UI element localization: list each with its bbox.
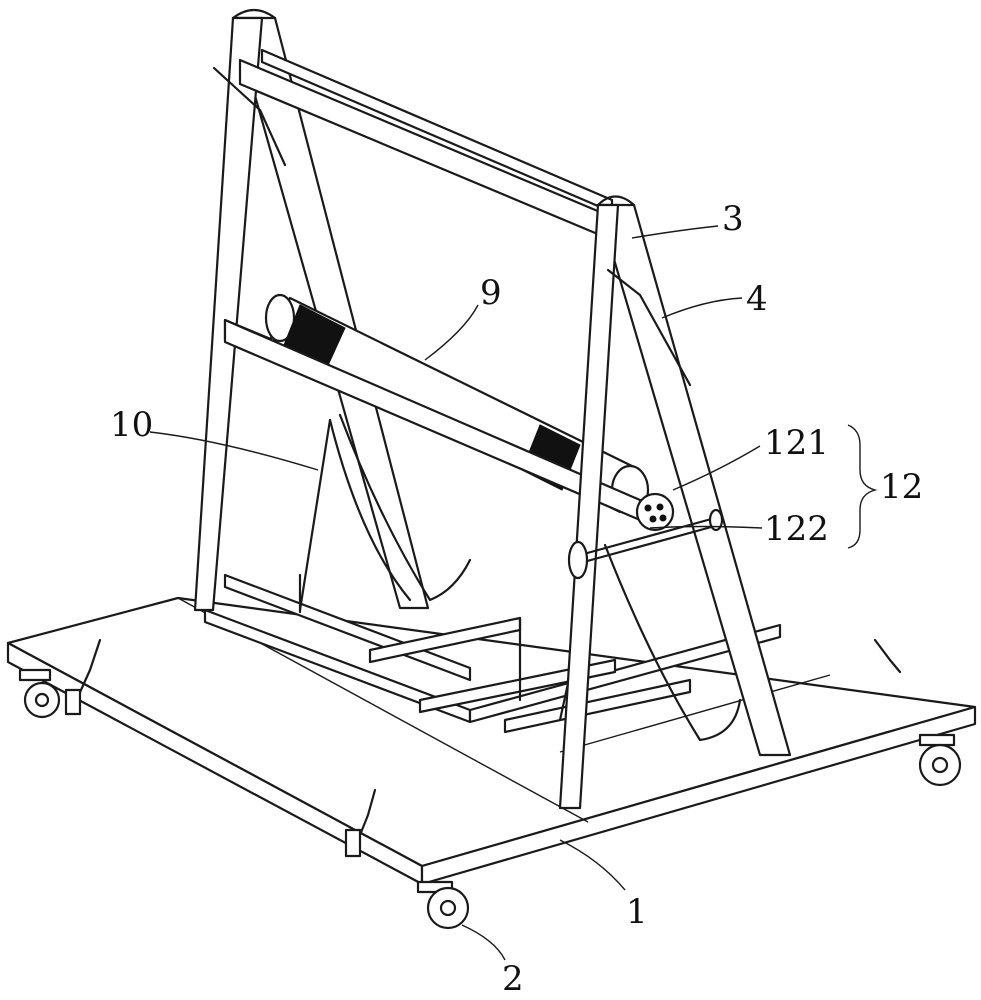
label-121: 121 xyxy=(764,423,829,463)
casters xyxy=(18,668,962,930)
label-12: 12 xyxy=(880,467,924,507)
side-brace xyxy=(212,66,692,387)
label-4: 4 xyxy=(746,279,768,319)
clamps xyxy=(64,638,902,858)
middle-beam xyxy=(223,318,642,522)
top-beams xyxy=(238,48,614,237)
label-1: 1 xyxy=(626,892,648,932)
caster-left xyxy=(18,668,61,719)
label-3: 3 xyxy=(722,199,744,239)
inner-base-frame xyxy=(203,573,782,734)
label-10: 10 xyxy=(110,405,154,445)
caster-front xyxy=(416,880,470,930)
base-platform xyxy=(6,596,977,886)
label-9: 9 xyxy=(480,273,502,313)
crank-assembly xyxy=(567,492,724,580)
label-2: 2 xyxy=(502,959,524,999)
label-122: 122 xyxy=(764,509,829,549)
leader-lines xyxy=(149,225,878,961)
back-a-frame xyxy=(193,8,642,612)
caster-right xyxy=(918,733,962,787)
